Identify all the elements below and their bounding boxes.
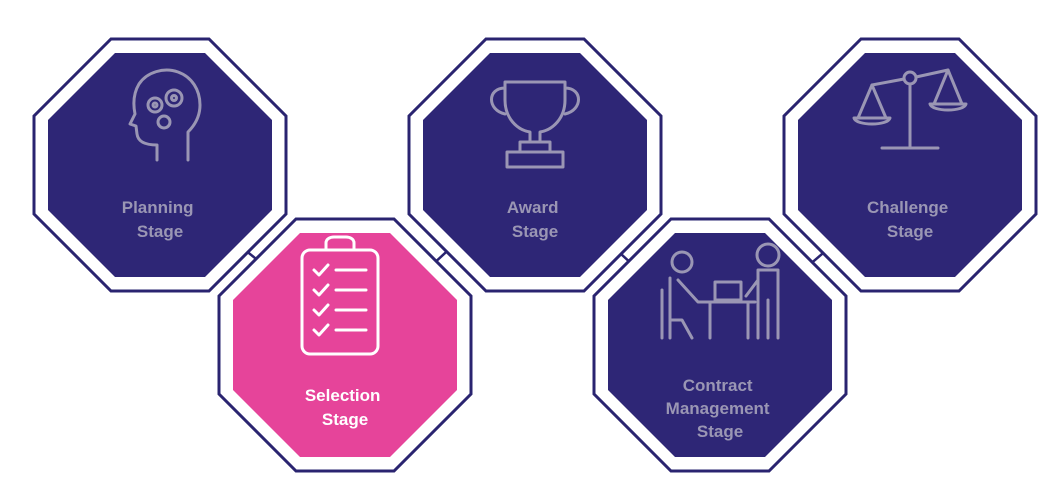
- stage-challenge-label-line1: Challenge: [867, 198, 948, 217]
- stage-contract-management-label-line3: Stage: [697, 422, 743, 441]
- stage-planning-label: Planning Stage: [122, 198, 199, 241]
- stage-contract-management-label-line1: Contract: [683, 376, 753, 395]
- head-gears-icon: [128, 68, 202, 162]
- stage-selection-label-line1: Selection: [305, 386, 381, 405]
- stage-contract-management[interactable]: Contract Management Stage: [592, 217, 848, 473]
- stage-contract-management-label: Contract Management Stage: [666, 376, 775, 441]
- stage-contract-management-label-line2: Management: [666, 399, 770, 418]
- stage-award-label-line1: Award: [507, 198, 559, 217]
- stage-selection-label: Selection Stage: [305, 386, 385, 429]
- stage-selection[interactable]: Selection Stage: [217, 217, 473, 473]
- stage-challenge-label-line2: Stage: [887, 222, 933, 241]
- stage-selection-face: [233, 233, 457, 457]
- scales-icon: [852, 68, 968, 150]
- stage-award[interactable]: Award Stage: [407, 37, 663, 293]
- stage-award-face: [423, 53, 647, 277]
- stage-planning-face: [48, 53, 272, 277]
- stage-planning-label-line1: Planning: [122, 198, 194, 217]
- stage-challenge[interactable]: Challenge Stage: [782, 37, 1038, 293]
- stage-selection-label-line2: Stage: [322, 410, 368, 429]
- stage-challenge-face: [798, 53, 1022, 277]
- stage-planning-label-line2: Stage: [137, 222, 183, 241]
- stage-contract-management-face: [608, 233, 832, 457]
- trophy-icon: [490, 80, 580, 169]
- clipboard-checklist-icon: [300, 235, 380, 356]
- stage-challenge-label: Challenge Stage: [867, 198, 953, 241]
- stage-award-label-line2: Stage: [512, 222, 558, 241]
- stage-planning[interactable]: Planning Stage: [32, 37, 288, 293]
- stage-award-label: Award Stage: [507, 198, 563, 241]
- meeting-desk-icon: [660, 242, 781, 340]
